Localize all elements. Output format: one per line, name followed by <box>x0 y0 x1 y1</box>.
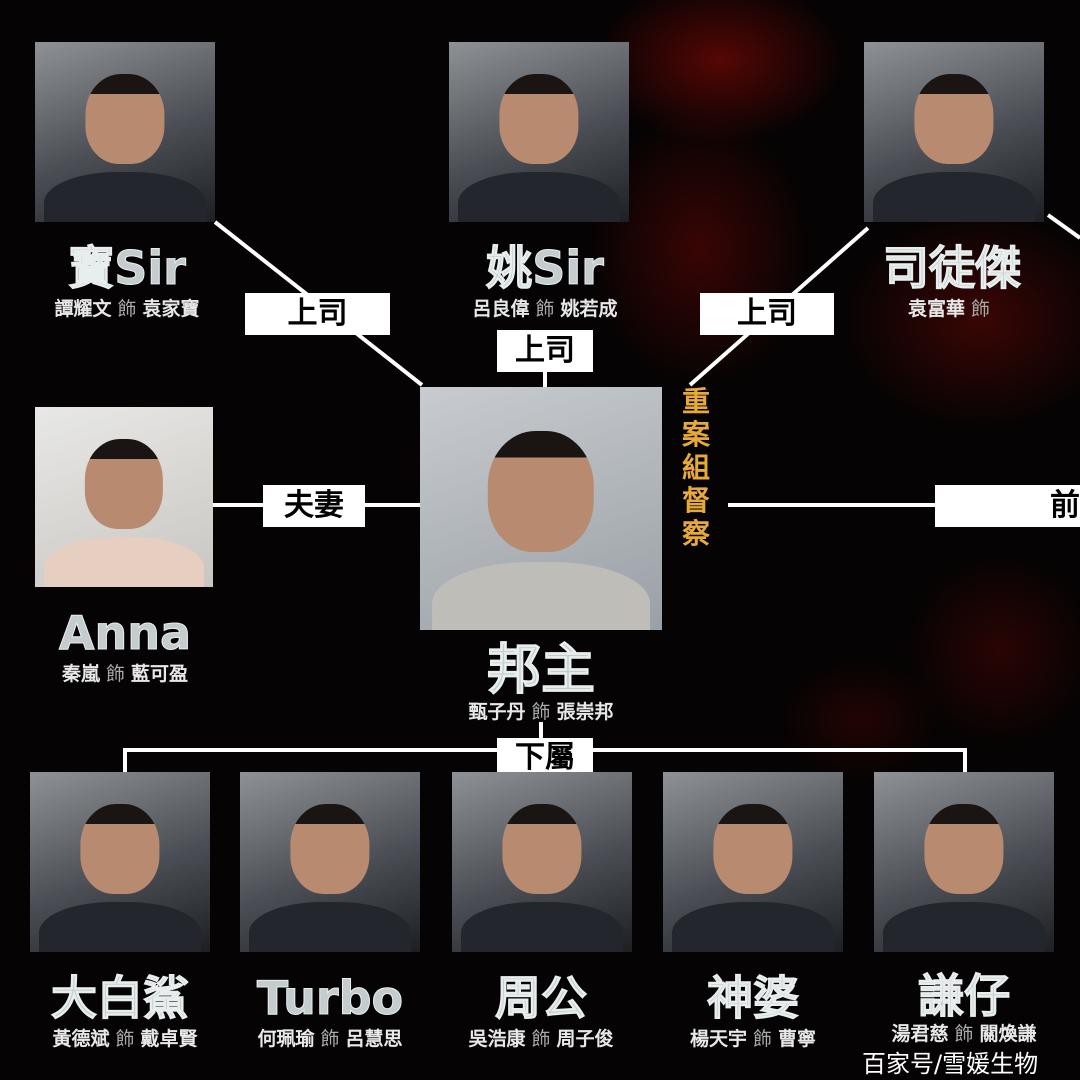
name-bangzhu: 邦主 <box>487 638 596 701</box>
cast-situ: 袁富華飾 <box>907 298 991 320</box>
photo-bangzhu <box>420 387 662 630</box>
photo-sub-4 <box>663 772 843 952</box>
name-sub-2: Turbo <box>256 971 404 1025</box>
photo-sub-2 <box>240 772 420 952</box>
name-yaosir: 姚Sir <box>486 241 605 295</box>
photo-situ <box>864 42 1044 222</box>
photo-sub-5 <box>874 772 1054 952</box>
label-boss-right: 上司 <box>700 293 834 335</box>
cast-yaosir: 呂良偉飾姚若成 <box>472 298 618 320</box>
line-edge <box>1046 213 1080 240</box>
name-sub-4: 神婆 <box>707 971 800 1025</box>
name-baosir: 寶Sir <box>68 241 187 295</box>
name-anna: Anna <box>58 606 192 660</box>
label-boss-left: 上司 <box>245 293 390 335</box>
title-inspector: 重案組督察 <box>681 385 710 550</box>
cast-sub-2: 何珮瑜飾呂慧思 <box>257 1028 403 1050</box>
label-boss-center: 上司 <box>497 330 593 372</box>
watermark: 百家号/雪媛生物 <box>862 1050 1039 1078</box>
label-former: 前 <box>935 485 1080 527</box>
cast-anna: 秦嵐飾藍可盈 <box>61 663 189 685</box>
name-sub-5: 謙仔 <box>918 969 1011 1023</box>
cast-sub-5: 湯君慈飾關煥謙 <box>891 1023 1037 1045</box>
cast-baosir: 譚耀文飾袁家寶 <box>54 298 200 320</box>
photo-sub-3 <box>452 772 632 952</box>
photo-baosir <box>35 42 215 222</box>
photo-sub-1 <box>30 772 210 952</box>
photo-anna <box>35 407 213 587</box>
label-subordinates: 下屬 <box>497 738 593 778</box>
label-former-text: 前 <box>1050 488 1080 523</box>
photo-yaosir <box>449 42 629 222</box>
cast-sub-1: 黃德斌飾戴卓賢 <box>52 1028 198 1050</box>
name-situ: 司徒傑 <box>883 241 1022 295</box>
cast-sub-3: 吳浩康飾周子俊 <box>468 1028 614 1050</box>
cast-bangzhu: 甄子丹飾張崇邦 <box>468 701 614 723</box>
name-sub-1: 大白鯊 <box>51 971 190 1025</box>
name-sub-3: 周公 <box>495 971 588 1025</box>
label-spouse: 夫妻 <box>263 485 365 527</box>
cast-sub-4: 楊天宇飾曹寧 <box>689 1028 817 1050</box>
